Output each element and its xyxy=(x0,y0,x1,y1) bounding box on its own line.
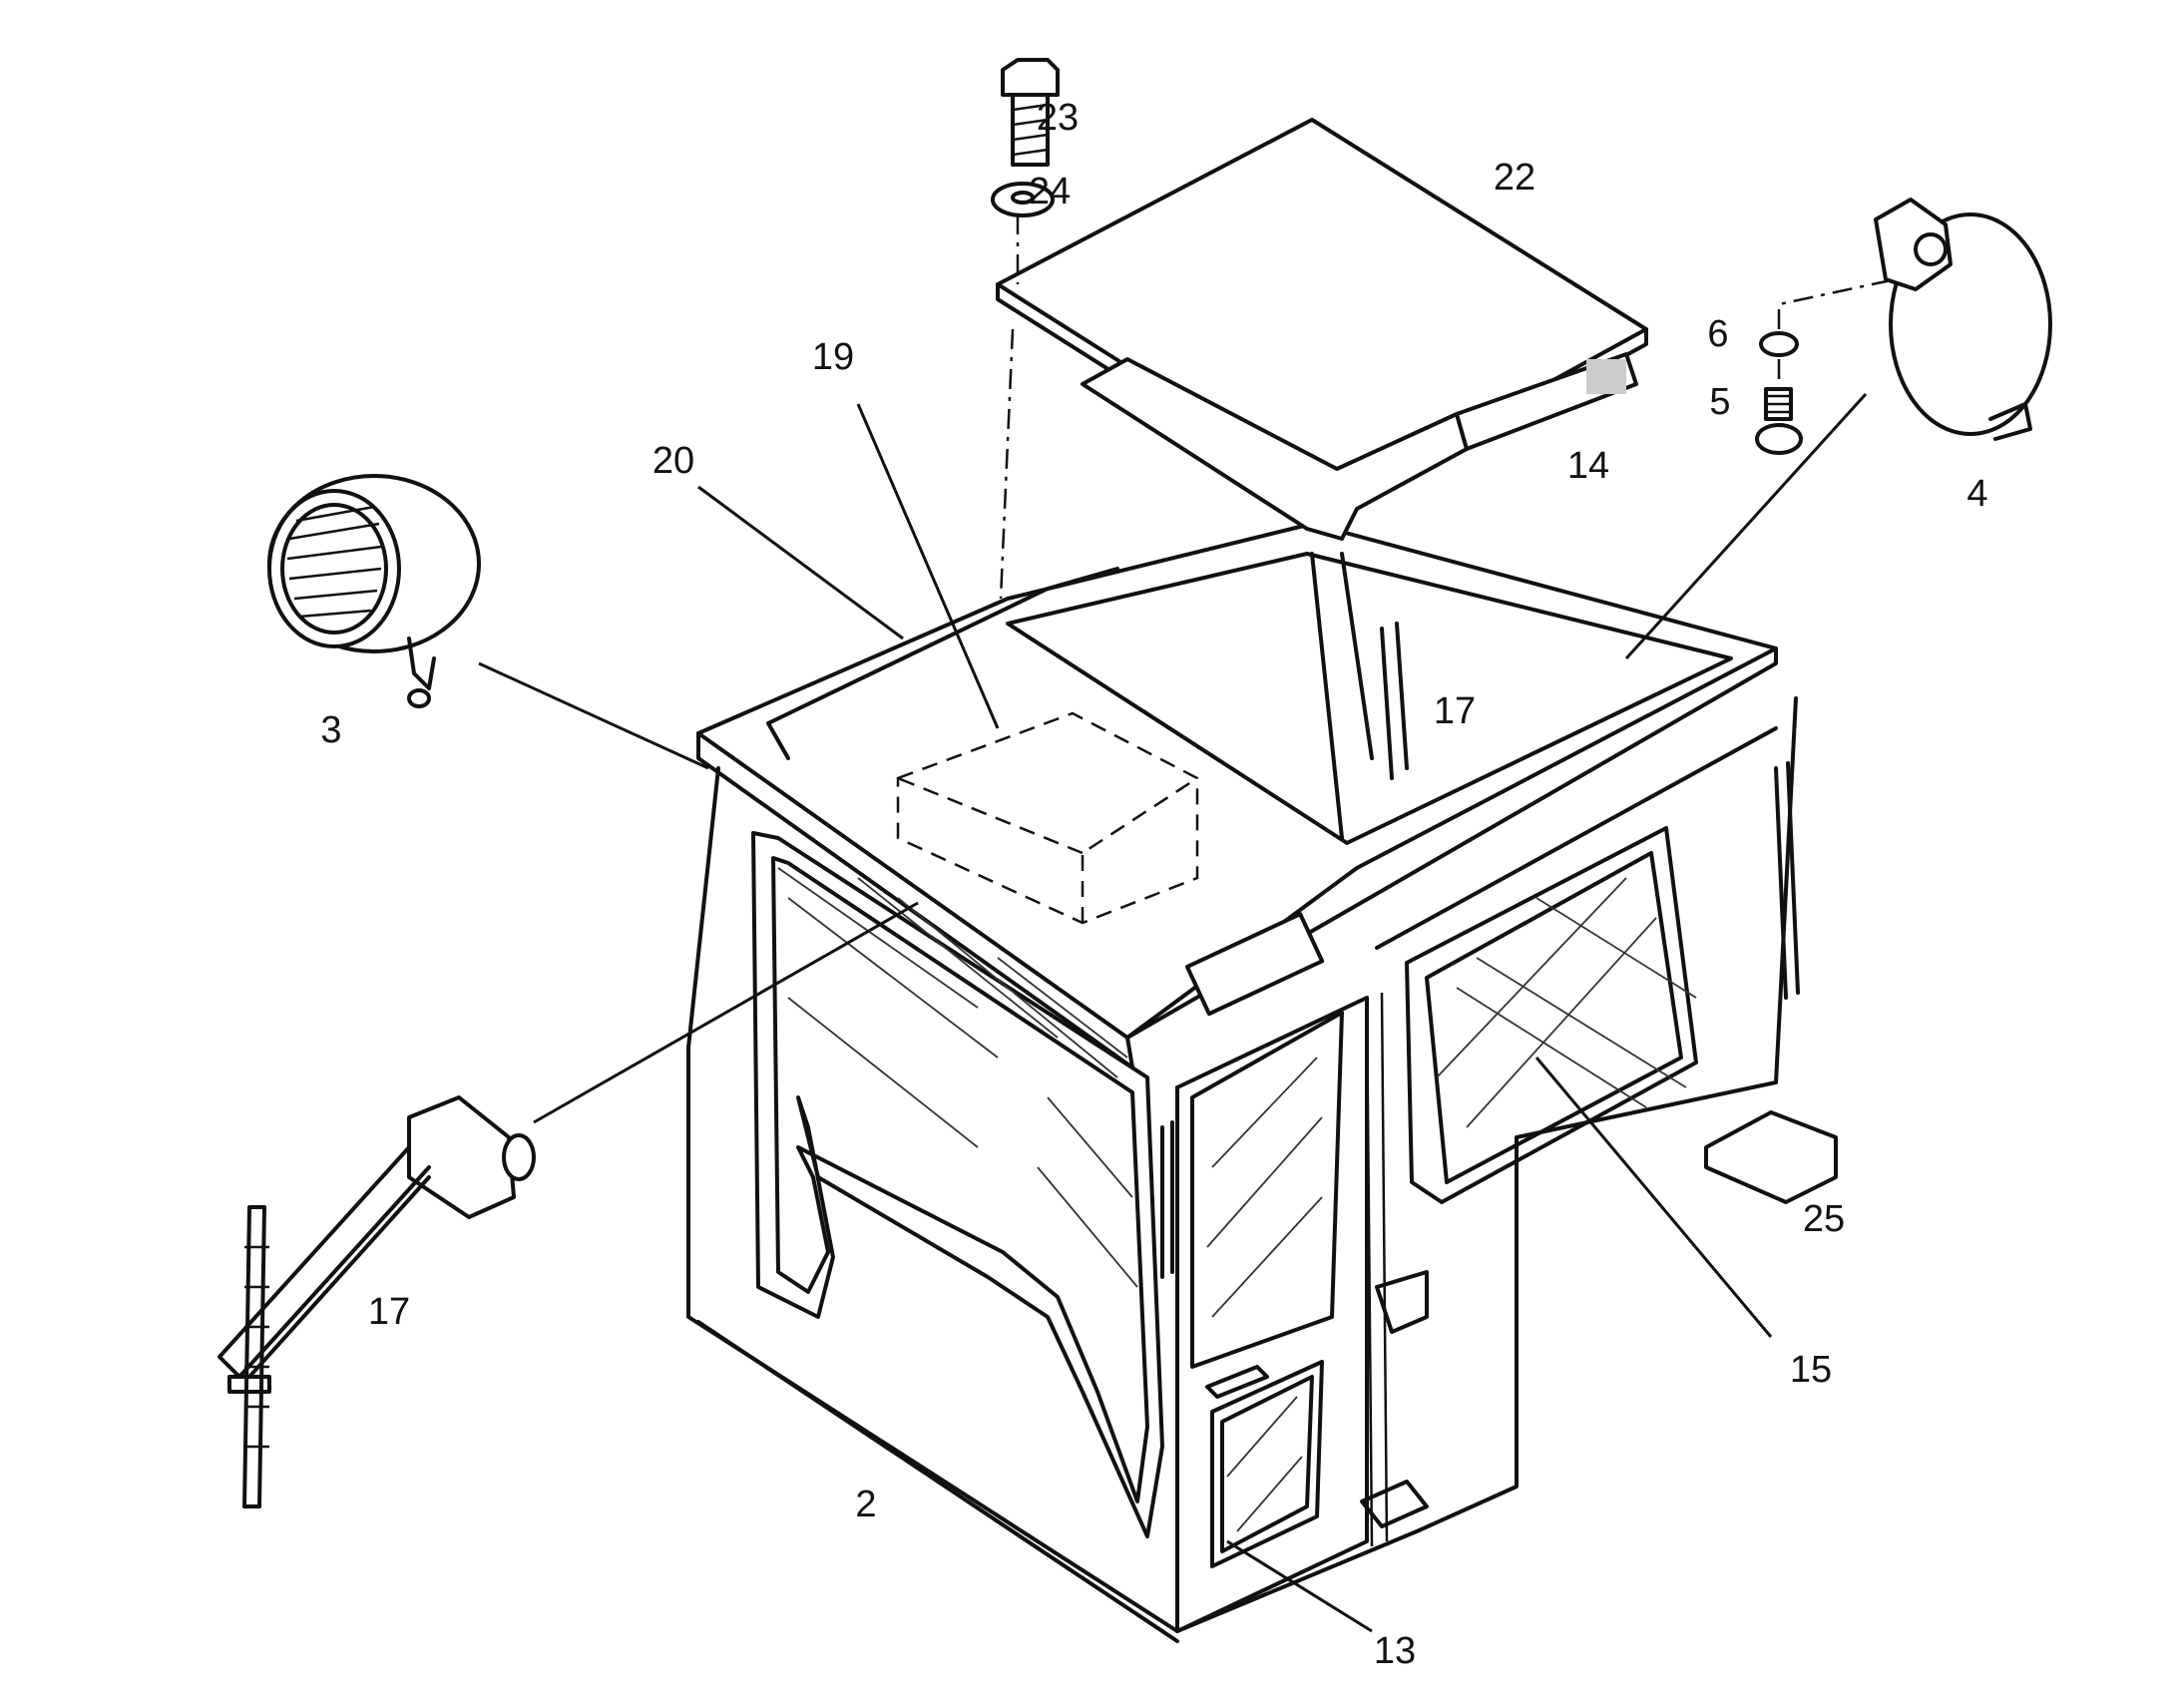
cab-body xyxy=(686,522,1838,1643)
washer xyxy=(991,182,1055,217)
screw xyxy=(1755,387,1803,455)
callout-13: 13 xyxy=(1373,1630,1417,1672)
beacon-box-dashed xyxy=(896,711,1199,925)
callout-3: 3 xyxy=(320,709,342,751)
wiper-assembly xyxy=(218,1095,536,1508)
callout-19: 19 xyxy=(811,336,855,378)
callout-17-top: 17 xyxy=(1433,690,1477,732)
callout-17-left: 17 xyxy=(367,1291,411,1333)
callout-20: 20 xyxy=(652,440,695,482)
leader-lines xyxy=(478,392,1868,1633)
lock-washer xyxy=(1759,331,1799,357)
callout-6: 6 xyxy=(1707,313,1729,355)
callout-14: 14 xyxy=(1566,445,1610,487)
callout-15: 15 xyxy=(1789,1349,1833,1391)
callout-5: 5 xyxy=(1709,381,1731,423)
callout-2: 2 xyxy=(855,1484,877,1525)
work-lamp-right xyxy=(1874,198,2052,441)
work-lamp-left xyxy=(267,474,481,708)
callout-25: 25 xyxy=(1802,1198,1846,1240)
hatch-frame xyxy=(1081,352,1638,541)
callout-23: 23 xyxy=(1036,97,1080,139)
roof-plate xyxy=(996,118,1648,516)
callout-24: 24 xyxy=(1028,171,1072,213)
callout-22: 22 xyxy=(1493,157,1536,199)
callout-4: 4 xyxy=(1966,473,1988,515)
wiper-arm-roof xyxy=(1380,622,1409,780)
bolt xyxy=(1001,58,1060,167)
